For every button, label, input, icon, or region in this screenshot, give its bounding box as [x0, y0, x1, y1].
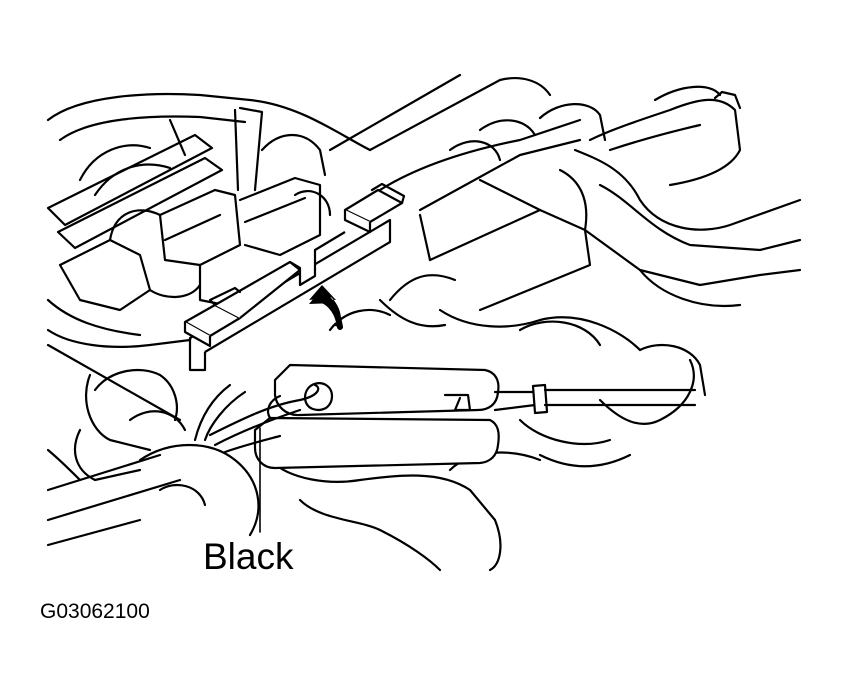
wire-color-label: Black — [203, 536, 294, 577]
spark-plug-wire-clip-icon — [183, 182, 406, 372]
connector-block-icon — [158, 134, 332, 307]
spark-plug-wire-icon — [193, 383, 320, 454]
lower-engine-icon — [46, 274, 695, 572]
figure-code: G03062100 — [40, 600, 150, 623]
intake-manifold-icon — [46, 92, 372, 337]
engine-body-icon — [328, 73, 802, 397]
timing-light-pickup-icon — [253, 363, 697, 470]
curved-arrow-icon — [309, 285, 343, 330]
